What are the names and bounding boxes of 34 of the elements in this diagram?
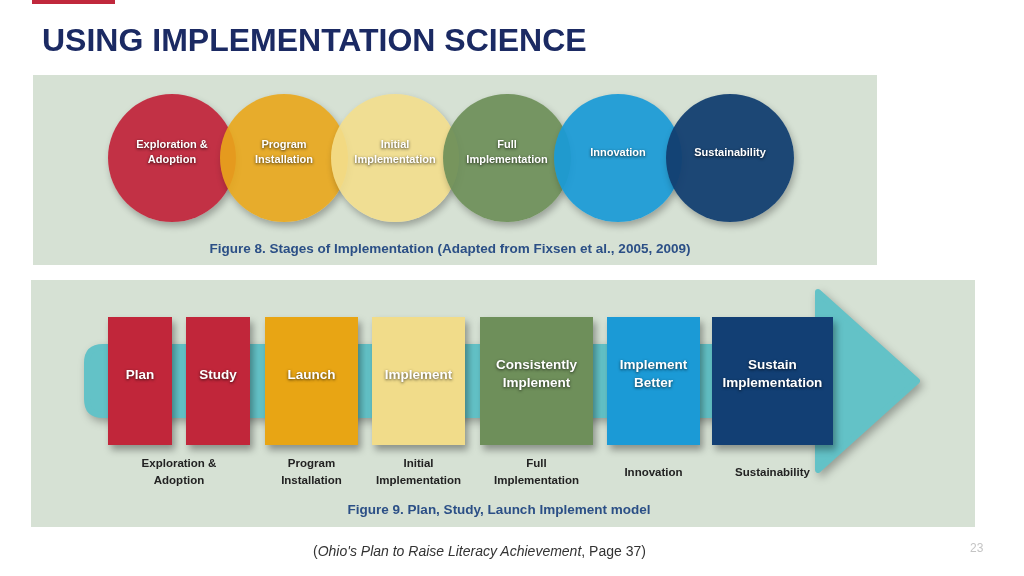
step-label: Sustain Implementation xyxy=(721,355,824,393)
stage-name: Full Implementation xyxy=(493,456,580,488)
step-box xyxy=(372,317,465,445)
step-label: Study xyxy=(199,365,237,384)
step-box xyxy=(712,317,833,445)
circle-label: Program Installation xyxy=(253,137,315,167)
step-label: Launch xyxy=(287,365,336,384)
figure-panel xyxy=(31,280,975,527)
circle-label: Full Implementation xyxy=(465,137,549,167)
step-label: Plan xyxy=(125,365,155,384)
stage-circle xyxy=(666,94,794,222)
stage-name: Initial Implementation xyxy=(375,456,462,488)
figure-caption: Figure 9. Plan, Study, Launch Implement model xyxy=(347,502,651,517)
slide-title: USING IMPLEMENTATION SCIENCE xyxy=(42,22,587,59)
circle-label: Sustainability xyxy=(694,144,766,160)
stage-name: Innovation xyxy=(624,464,683,480)
step-box xyxy=(480,317,593,445)
circle-label: Innovation xyxy=(590,144,646,160)
stage-name: Exploration & Adoption xyxy=(140,456,218,488)
stage-name: Program Installation xyxy=(280,456,343,488)
stage-name: Sustainability xyxy=(735,464,810,480)
step-label: Implement xyxy=(384,365,453,384)
step-box xyxy=(607,317,700,445)
step-box xyxy=(108,317,172,445)
figure-caption: Figure 8. Stages of Implementation (Adapted from Fixsen et al., 2005, 2009) xyxy=(209,241,691,256)
step-label: Implement Better xyxy=(618,355,689,393)
source-citation: (Ohio's Plan to Raise Literacy Achievement, Page 37) xyxy=(313,543,646,559)
page-number: 23 xyxy=(970,541,984,555)
figure-panel xyxy=(33,75,877,265)
circle-label: Initial Implementation xyxy=(353,137,437,167)
step-label: Consistently Implement xyxy=(495,355,578,393)
step-box xyxy=(265,317,358,445)
step-box xyxy=(186,317,250,445)
circle-label: Exploration & Adoption xyxy=(135,137,209,167)
